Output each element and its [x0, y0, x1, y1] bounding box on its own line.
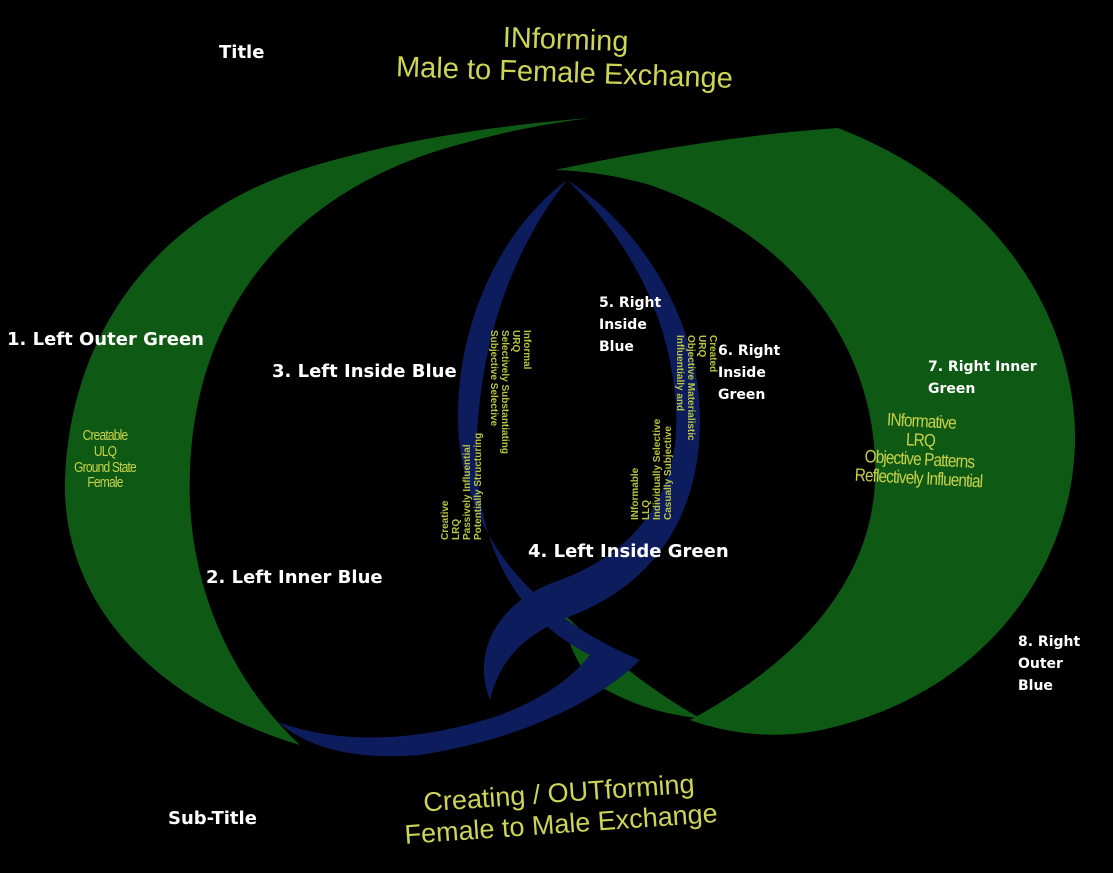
title-block: INforming Male to Female Exchange	[379, 18, 751, 97]
right-inside-green-list: Created URQ Objective Materialistic Infl…	[674, 335, 718, 441]
left-inside-blue-list-vert: Creative LRQ Passively Influential Poten…	[440, 432, 484, 540]
region-8-label: 8. Right Outer Blue	[1018, 634, 1081, 694]
right-blue-arc-shape	[483, 180, 700, 700]
region-6-label: 6. Right Inside Green	[718, 343, 781, 403]
region-4-label: 4. Left Inside Green	[528, 541, 729, 562]
left-outer-green-shape	[64, 118, 590, 745]
left-outer-list: Creatable ULQ Ground State Female	[74, 427, 137, 492]
region-2-label: 2. Left Inner Blue	[206, 567, 383, 588]
region-3-label: 3. Left Inside Blue	[272, 361, 457, 382]
subtitle-label: Sub-Title	[168, 808, 257, 829]
left-inside-green-list: Informal URQ Selectively Substantiating …	[488, 330, 532, 454]
right-inner-list: INformative LRQ Objective Patterns Refle…	[854, 409, 983, 491]
title-label: Title	[219, 42, 265, 63]
right-inside-blue-list: INformable LLQ Individually Selective Ca…	[630, 418, 674, 520]
right-outer-green-shape	[555, 128, 1076, 735]
region-7-label: 7. Right Inner Green	[928, 359, 1037, 397]
region-5-label: 5. Right Inside Blue	[599, 295, 662, 355]
region-1-label: 1. Left Outer Green	[7, 329, 204, 350]
